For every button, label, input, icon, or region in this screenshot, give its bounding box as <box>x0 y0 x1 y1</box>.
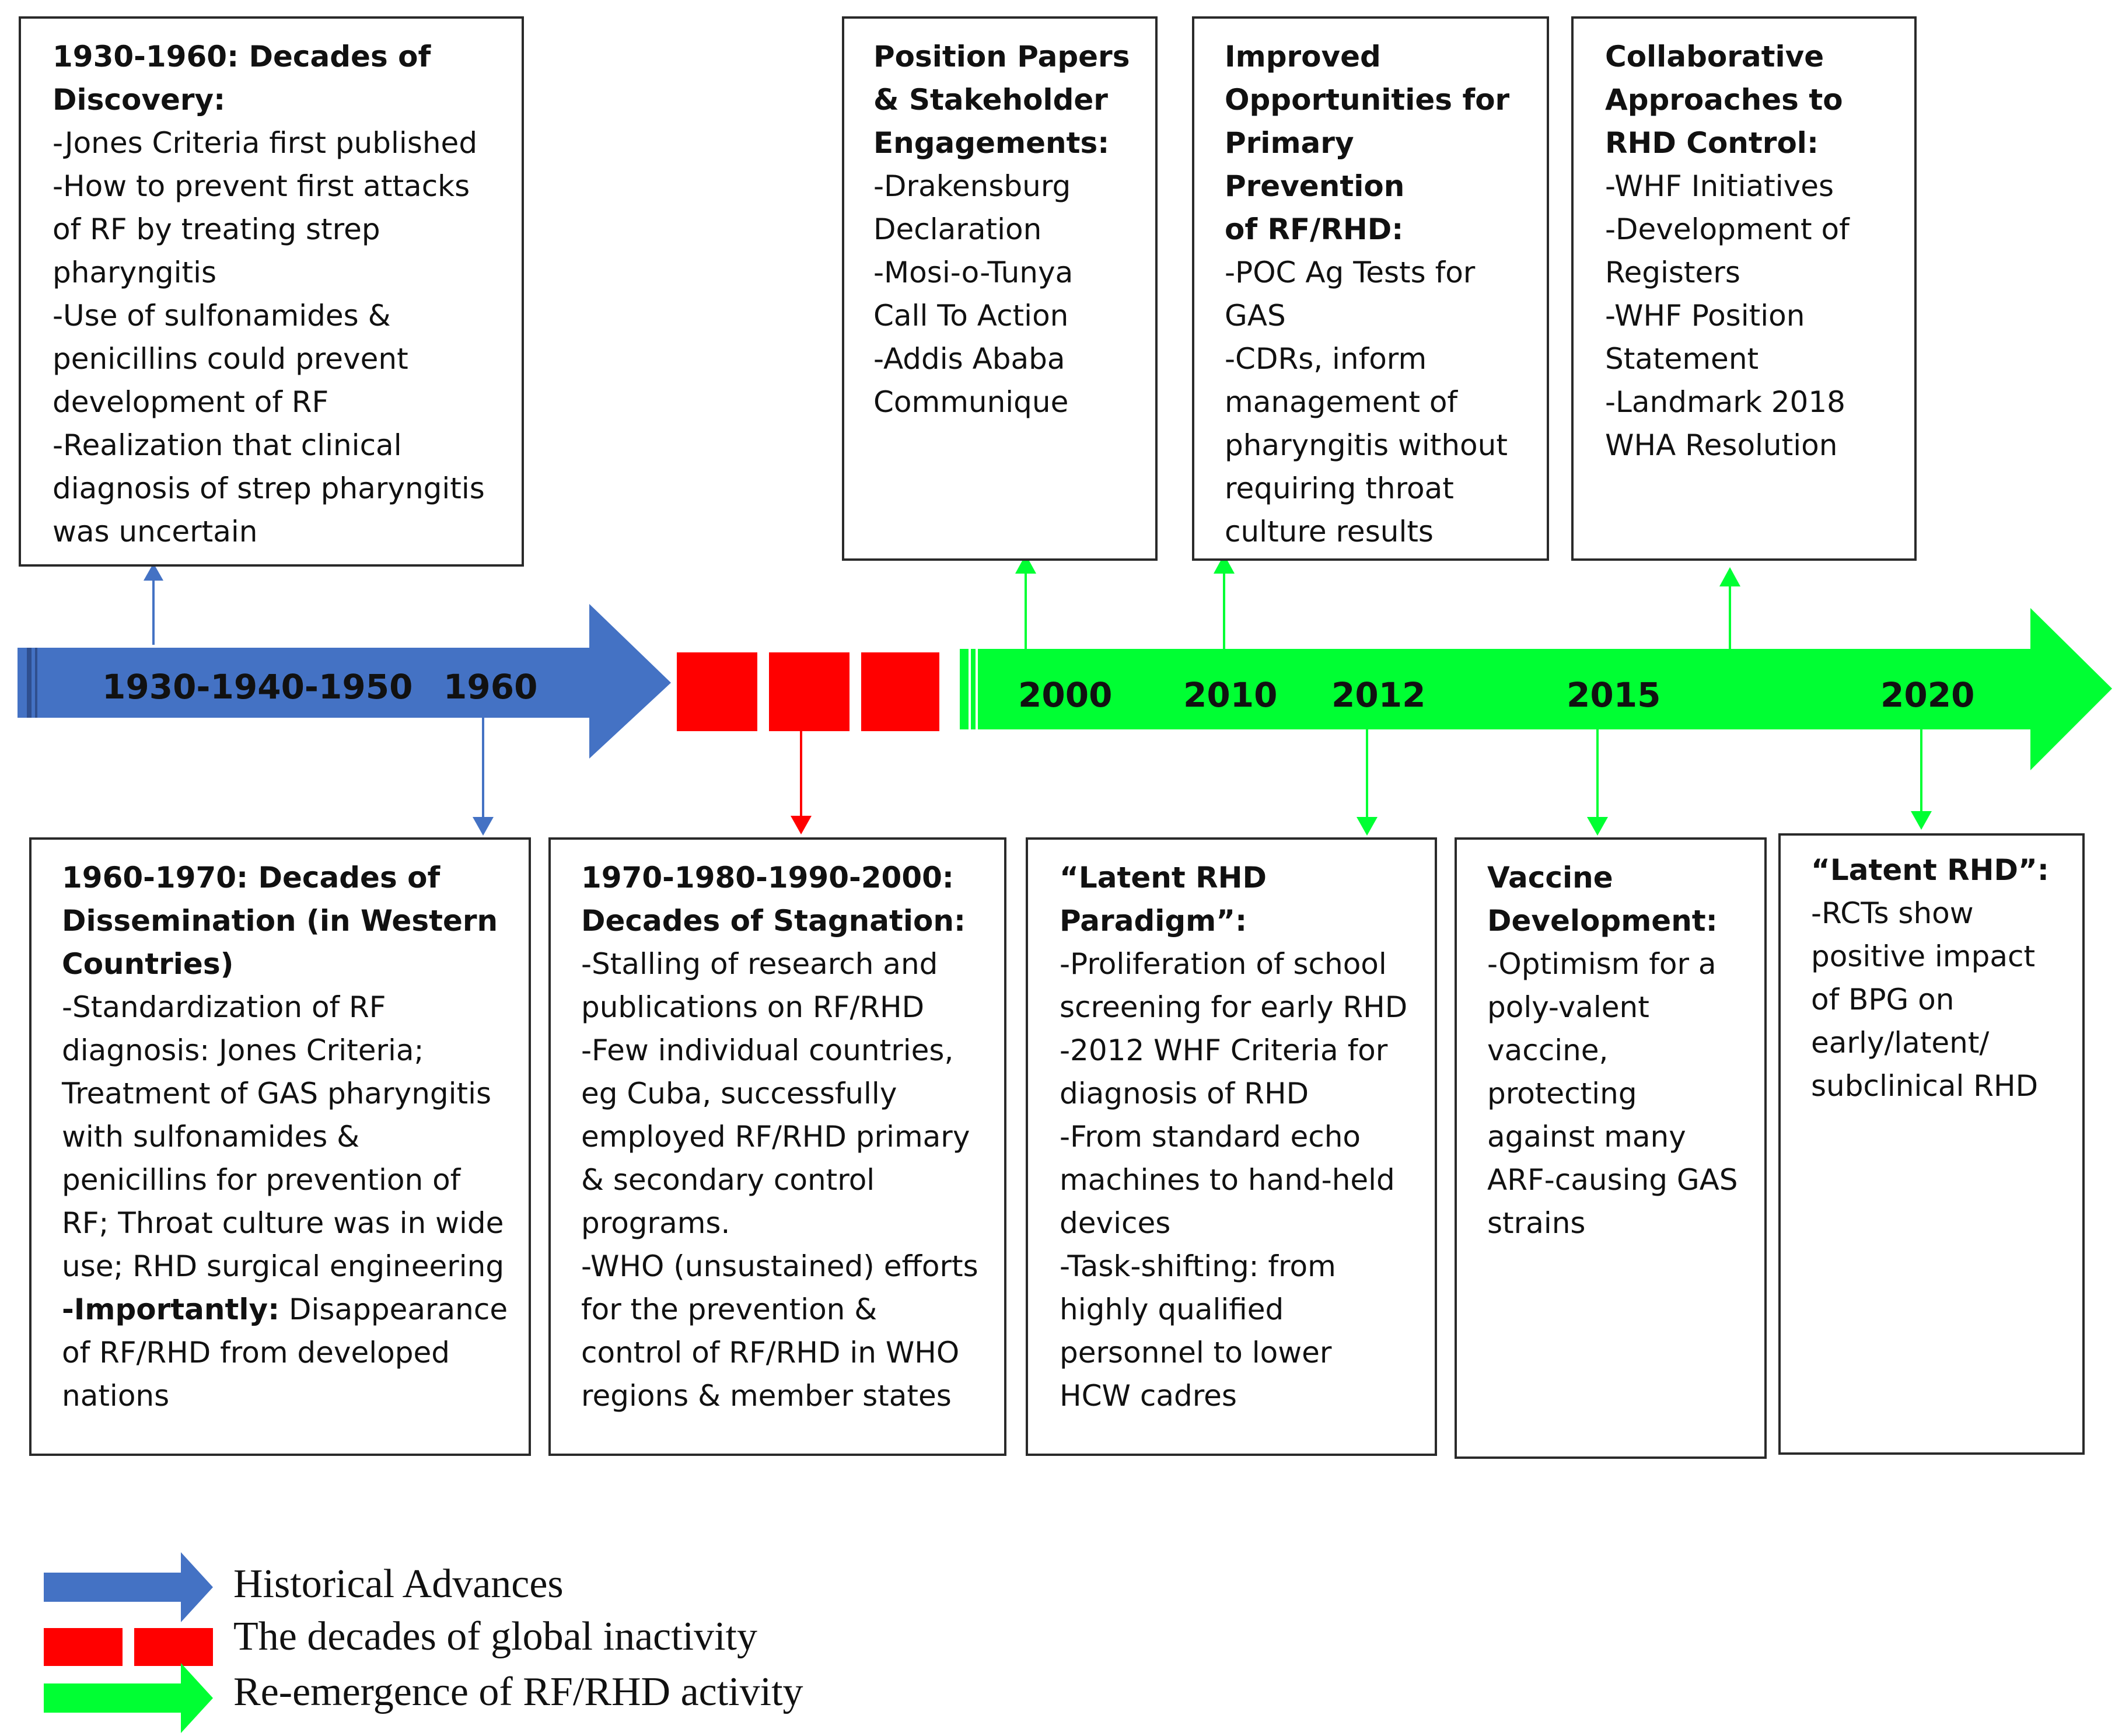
box-item: -WHO (unsustained) efforts for the preve… <box>581 1249 978 1413</box>
box-item: -WHF Initiatives <box>1605 169 1834 203</box>
box-decades-of-discovery: 1930-1960: Decades of Discovery: -Jones … <box>19 16 524 567</box>
year-label-1960: 1960 <box>443 667 538 707</box>
box-decades-of-stagnation: 1970-1980-1990-2000: Decades of Stagnati… <box>548 837 1006 1456</box>
box-item: -Use of sulfonamides & penicillins could… <box>53 299 408 419</box>
box-vaccine-development: Vaccine Development: -Optimism for a pol… <box>1455 837 1767 1459</box>
box-heading: 1970-1980-1990-2000: Decades of Stagnati… <box>581 861 966 938</box>
connector-primary <box>1214 554 1235 649</box>
box-item: -Realization that clinical diagnosis of … <box>53 428 485 549</box>
box-item: -RCTs show positive impact of BPG on ear… <box>1811 896 2039 1103</box>
connector-paradigm <box>1357 729 1378 836</box>
box-latent-rhd-paradigm: “Latent RHD Paradigm”: -Proliferation of… <box>1026 837 1437 1456</box>
connector-dissemination <box>473 718 494 836</box>
connector-collaborative <box>1719 567 1740 649</box>
inactivity-block <box>861 652 939 731</box>
box-heading: Vaccine Development: <box>1487 861 1718 938</box>
box-item: -Addis Ababa Communique <box>873 342 1069 419</box>
reemergence-arrow-gap <box>976 649 978 729</box>
connector-stagnation <box>791 731 812 834</box>
important-label: -Importantly: <box>62 1293 280 1326</box>
important-text: Disappearance of RF/RHD from developed n… <box>62 1293 508 1413</box>
box-item: -2012 WHF Criteria for diagnosis of RHD <box>1060 1033 1388 1110</box>
legend-inactivity-block <box>44 1628 123 1666</box>
year-label-2015: 2015 <box>1567 675 1661 715</box>
box-item: -Task-shifting: from highly qualified pe… <box>1060 1249 1336 1413</box>
box-primary-prevention: Improved Opportunities for Primary Preve… <box>1192 16 1549 561</box>
box-heading: 1960-1970: Decades of Dissemination (in … <box>62 861 498 981</box>
box-item: -Landmark 2018 WHA Resolution <box>1605 385 1845 462</box>
box-item: -Optimism for a poly-valent vaccine, pro… <box>1487 947 1738 1240</box>
box-item: -Drakensburg Declaration <box>873 169 1071 246</box>
box-item: -Standardization of RF diagnosis: Jones … <box>62 990 505 1283</box>
box-item: -Jones Criteria first published <box>53 126 478 160</box>
box-item: -From standard echo machines to hand-hel… <box>1060 1120 1395 1240</box>
year-label-2010: 2010 <box>1183 675 1278 715</box>
box-heading: “Latent RHD Paradigm”: <box>1060 861 1267 938</box>
year-label-2020: 2020 <box>1880 675 1975 715</box>
box-item: -Development of Registers <box>1605 212 1850 289</box>
box-heading: “Latent RHD”: <box>1811 853 2049 887</box>
reemergence-arrow <box>960 608 2112 770</box>
box-heading: Improved Opportunities for Primary Preve… <box>1225 40 1510 246</box>
box-latent-rhd: “Latent RHD”: -RCTs show positive impact… <box>1778 833 2085 1455</box>
box-item: -Few individual countries, eg Cuba, succ… <box>581 1033 970 1240</box>
box-item-important: -Importantly: Disappearance of RF/RHD fr… <box>62 1288 511 1417</box>
box-item: -How to prevent first attacks of RF by t… <box>53 169 470 289</box>
legend-reemergence-arrow <box>44 1663 213 1733</box>
box-item: -CDRs, inform management of pharyngitis … <box>1225 342 1508 549</box>
box-item: -POC Ag Tests for GAS <box>1225 256 1476 333</box>
box-heading: Position Papers & Stakeholder Engagement… <box>873 40 1130 160</box>
historical-arrow-stripe <box>27 648 32 718</box>
connector-position <box>1015 554 1036 649</box>
inactivity-block <box>677 652 757 731</box>
box-item: -Mosi-o-Tunya Call To Action <box>873 256 1074 333</box>
connector-latent <box>1911 729 1932 830</box>
box-heading: 1930-1960: Decades of Discovery: <box>53 40 431 117</box>
box-collaborative-approaches: Collaborative Approaches to RHD Control:… <box>1571 16 1917 561</box>
historical-arrow <box>18 604 671 759</box>
box-decades-of-dissemination: 1960-1970: Decades of Dissemination (in … <box>29 837 531 1456</box>
inactivity-block <box>769 652 850 731</box>
legend-inactivity-label: The decades of global inactivity <box>233 1614 758 1659</box>
year-label-2012: 2012 <box>1331 675 1426 715</box>
year-label-2000: 2000 <box>1018 675 1113 715</box>
box-item: -WHF Position Statement <box>1605 299 1805 376</box>
box-item: -Stalling of research and publications o… <box>581 947 938 1024</box>
legend-historical-label: Historical Advances <box>233 1562 564 1606</box>
connector-vaccine <box>1587 729 1608 836</box>
legend-historical-arrow <box>44 1552 213 1622</box>
connector-discovery <box>144 563 163 645</box>
box-heading: Collaborative Approaches to RHD Control: <box>1605 40 1843 160</box>
historical-arrow-stripe <box>35 648 37 718</box>
box-item: -Proliferation of school screening for e… <box>1060 947 1408 1024</box>
box-position-papers: Position Papers & Stakeholder Engagement… <box>842 16 1158 561</box>
reemergence-arrow-gap <box>969 649 971 729</box>
legend-inactivity-block <box>134 1628 213 1666</box>
legend-reemergence-label: Re-emergence of RF/RHD activity <box>233 1669 803 1714</box>
year-label-1930-1950: 1930-1940-1950 <box>102 667 413 707</box>
